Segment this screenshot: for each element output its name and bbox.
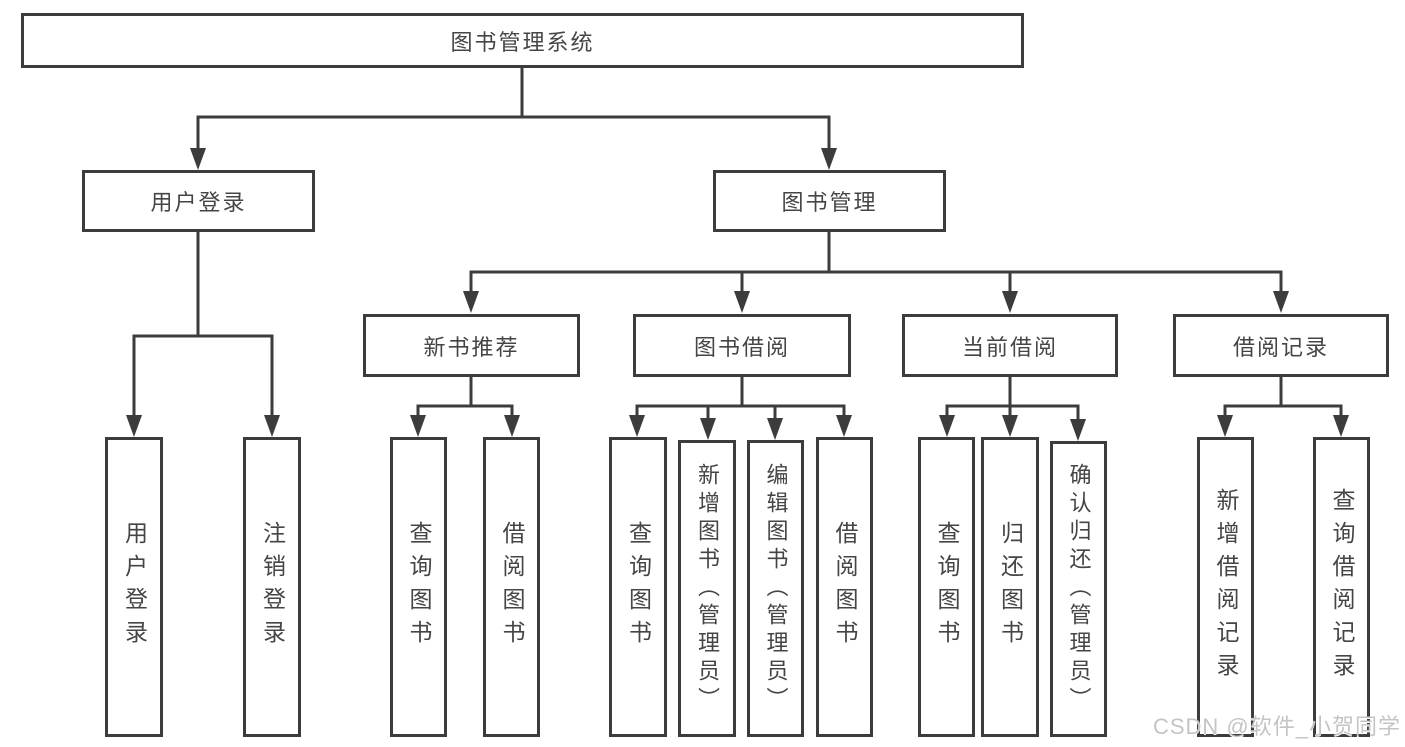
node-current-borrowing: 当前借阅 <box>902 314 1118 377</box>
csdn-watermark: CSDN @软件_小贺同学 <box>1152 714 1401 739</box>
leaf-newbooks-query-books: 查询图书 <box>390 437 447 737</box>
leaf-logout: 注销登录 <box>243 437 301 737</box>
leaf-newbooks-borrow-books: 借阅图书 <box>483 437 540 737</box>
leaf-user-login: 用户登录 <box>105 437 163 737</box>
node-new-book-recommendation: 新书推荐 <box>363 314 580 377</box>
leaf-borrowing-query-books: 查询图书 <box>609 437 667 737</box>
leaf-records-add-record: 新增借阅记录 <box>1197 437 1254 737</box>
node-borrowing-records: 借阅记录 <box>1173 314 1389 377</box>
node-book-borrowing: 图书借阅 <box>633 314 851 377</box>
leaf-current-return-books: 归还图书 <box>981 437 1039 737</box>
node-book-management: 图书管理 <box>713 170 946 232</box>
leaf-current-query-books: 查询图书 <box>918 437 975 737</box>
node-user-login: 用户登录 <box>82 170 315 232</box>
node-root-system: 图书管理系统 <box>21 13 1024 68</box>
leaf-borrowing-edit-books-admin: 编辑图书（管理员） <box>747 440 804 737</box>
leaf-borrowing-add-books-admin: 新增图书（管理员） <box>678 440 736 737</box>
leaf-borrowing-borrow-books: 借阅图书 <box>816 437 873 737</box>
arrowhead-icons <box>126 148 1349 441</box>
leaf-current-confirm-return-admin: 确认归还（管理员） <box>1050 441 1107 737</box>
leaf-records-query-record: 查询借阅记录 <box>1313 437 1370 737</box>
